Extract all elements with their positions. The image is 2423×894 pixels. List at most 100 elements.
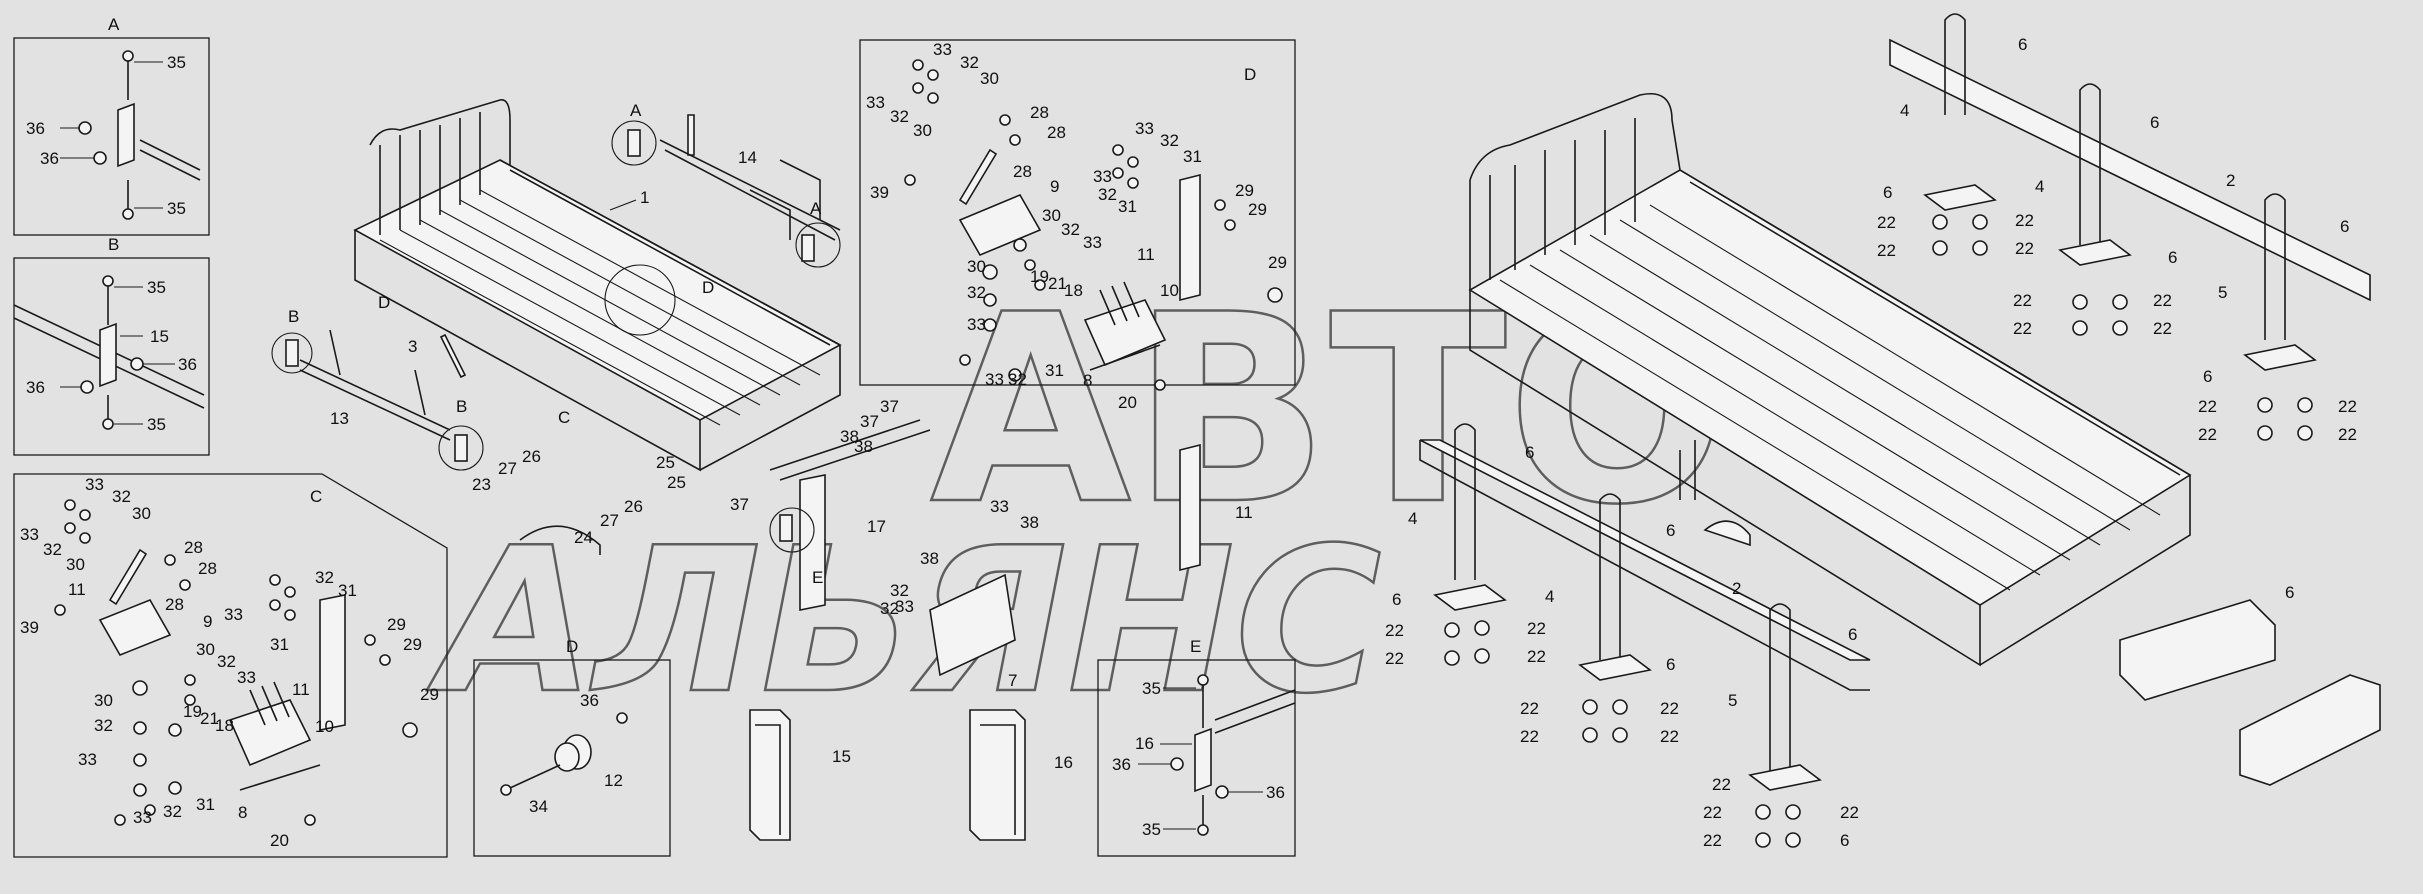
callout: 6 bbox=[2150, 113, 2159, 132]
callout: 37 bbox=[860, 412, 879, 431]
callout: 27 bbox=[600, 511, 619, 530]
callout: 32 bbox=[1160, 131, 1179, 150]
callout: D bbox=[702, 278, 714, 297]
left-cargo-body: 1 bbox=[353, 99, 842, 555]
callout: 4 bbox=[1408, 509, 1417, 528]
callout: 22 bbox=[1527, 647, 1546, 666]
callout: 22 bbox=[1520, 699, 1539, 718]
callout: 32 bbox=[960, 53, 979, 72]
callout: 22 bbox=[2015, 211, 2034, 230]
panel-d-top: D 33 32 30 33 32 30 28 28 39 28 9 33 32 … bbox=[859, 39, 1296, 412]
callout: 33 bbox=[985, 370, 1004, 389]
callout: 29 bbox=[1248, 200, 1267, 219]
callout: 22 bbox=[2153, 291, 2172, 310]
panel-e: E 35 16 36 36 35 bbox=[1097, 637, 1296, 857]
callout: E bbox=[812, 568, 823, 587]
callout: 6 bbox=[1840, 831, 1849, 850]
callout: 31 bbox=[1045, 361, 1064, 380]
callout: 14 bbox=[738, 148, 757, 167]
callout: 32 bbox=[163, 802, 182, 821]
panel-a: A 35 36 36 35 bbox=[13, 15, 210, 236]
callout: 22 bbox=[1527, 619, 1546, 638]
callout: 30 bbox=[980, 69, 999, 88]
callout: 30 bbox=[132, 504, 151, 523]
callout: 16 bbox=[1054, 753, 1073, 772]
right-cargo-body bbox=[1468, 93, 2192, 667]
callout: 38 bbox=[1020, 513, 1039, 532]
callout: 28 bbox=[1013, 162, 1032, 181]
callout: 29 bbox=[403, 635, 422, 654]
callout: 6 bbox=[2168, 248, 2177, 267]
callout: 26 bbox=[624, 497, 643, 516]
callout: 20 bbox=[270, 831, 289, 850]
panel-d-top-title: D bbox=[1244, 65, 1256, 84]
callout: 6 bbox=[1392, 590, 1401, 609]
callout: 30 bbox=[1042, 206, 1061, 225]
callout: 35 bbox=[1142, 679, 1161, 698]
callout: 11 bbox=[1235, 503, 1253, 522]
callout: 32 bbox=[217, 652, 236, 671]
callout: 36 bbox=[26, 119, 45, 138]
callout: 36 bbox=[26, 378, 45, 397]
callout: 21 bbox=[1048, 274, 1067, 293]
callout: 31 bbox=[1118, 197, 1137, 216]
callout: 32 bbox=[43, 540, 62, 559]
callout: 36 bbox=[1266, 783, 1285, 802]
panel-c: C 33 32 30 33 32 30 28 28 11 39 28 9 30 … bbox=[13, 473, 448, 858]
callout: 31 bbox=[1183, 147, 1202, 166]
callout: 22 bbox=[1703, 831, 1722, 850]
callout: 28 bbox=[198, 559, 217, 578]
callout: 6 bbox=[2203, 367, 2212, 386]
callout: 15 bbox=[832, 747, 851, 766]
callout: 36 bbox=[40, 149, 59, 168]
callout: 22 bbox=[2338, 397, 2357, 416]
callout: 29 bbox=[1268, 253, 1287, 272]
callout: 22 bbox=[1877, 213, 1896, 232]
callout: 20 bbox=[1118, 393, 1137, 412]
callout: 22 bbox=[1385, 649, 1404, 668]
callout: 22 bbox=[1660, 727, 1679, 746]
callout: 11 bbox=[1137, 245, 1155, 264]
callout: 22 bbox=[1520, 727, 1539, 746]
callout: 19 bbox=[183, 702, 202, 721]
callout: 22 bbox=[2015, 239, 2034, 258]
callout: 33 bbox=[990, 497, 1009, 516]
callout: 32 bbox=[1061, 220, 1080, 239]
callout: 4 bbox=[2035, 177, 2044, 196]
callout: 22 bbox=[2198, 397, 2217, 416]
callout: 30 bbox=[913, 121, 932, 140]
callout: 1 bbox=[640, 188, 649, 207]
callout: 11 bbox=[68, 580, 86, 599]
callout: 31 bbox=[338, 581, 357, 600]
callout: 36 bbox=[178, 355, 197, 374]
callout: 33 bbox=[85, 475, 104, 494]
callout: 22 bbox=[2338, 425, 2357, 444]
callout: 22 bbox=[2153, 319, 2172, 338]
callout: 36 bbox=[580, 691, 599, 710]
callout: 19 bbox=[1030, 267, 1049, 286]
callout: 33 bbox=[933, 40, 952, 59]
callout: 12 bbox=[604, 771, 623, 790]
callout: 7 bbox=[1008, 671, 1017, 690]
callout: 33 bbox=[1093, 167, 1112, 186]
callout: 24 bbox=[574, 528, 593, 547]
callout: 6 bbox=[1848, 625, 1857, 644]
callout: 32 bbox=[1098, 185, 1117, 204]
callout: A bbox=[630, 101, 642, 120]
callout: 35 bbox=[147, 415, 166, 434]
callout: 25 bbox=[667, 473, 686, 492]
callout: 6 bbox=[2285, 583, 2294, 602]
callout: 33 bbox=[895, 597, 914, 616]
callout: 33 bbox=[133, 808, 152, 827]
callout: 32 bbox=[1008, 370, 1027, 389]
ubolt-assemblies: 6 4 6 2 6 6 22 22 22 22 6 4 22 22 5 22 2… bbox=[1385, 13, 2381, 850]
callout: 18 bbox=[1064, 281, 1083, 300]
left-body-parts: 14 A A D D 3 B 13 B C 26 27 23 25 25 24 … bbox=[271, 101, 1253, 841]
callout: 6 bbox=[1666, 521, 1675, 540]
callout: 22 bbox=[1703, 803, 1722, 822]
callout: 38 bbox=[840, 427, 859, 446]
callout: 30 bbox=[196, 640, 215, 659]
callout: 35 bbox=[1142, 820, 1161, 839]
callout: C bbox=[558, 408, 570, 427]
